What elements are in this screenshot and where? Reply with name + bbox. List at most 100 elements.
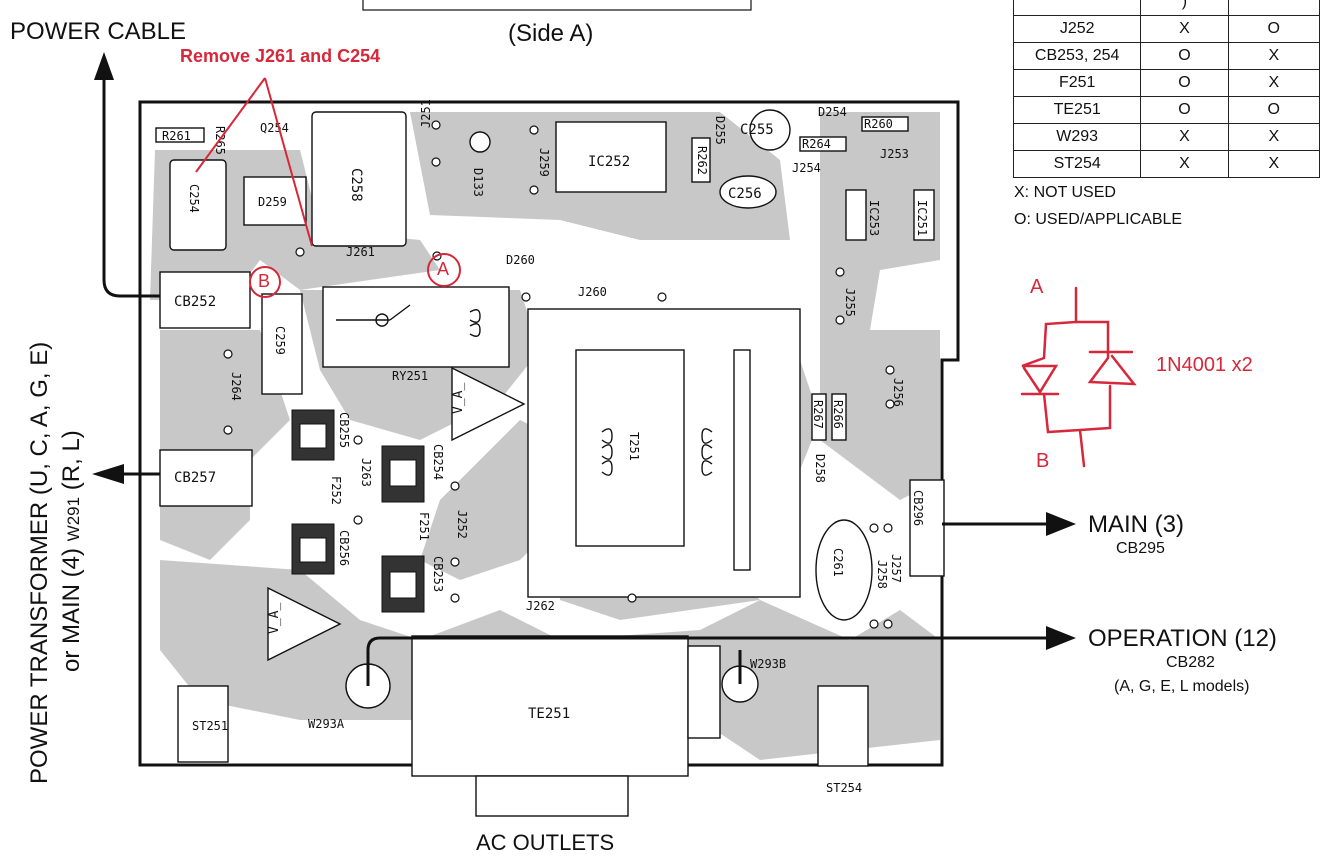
remove-note: Remove J261 and C254 <box>180 46 381 66</box>
component-label-f251: F251 <box>417 512 431 541</box>
operation-sub: CB282 <box>1166 654 1215 671</box>
component-label-d254: D254 <box>818 105 847 119</box>
ac-outlets-label: AC OUTLETS <box>476 830 615 855</box>
component-label-st251: ST251 <box>192 719 228 733</box>
varistor-label: V_A_ <box>267 603 282 634</box>
component-label-c261: C261 <box>831 548 845 577</box>
table-cell-usage: O <box>1227 15 1320 43</box>
component-label-q254: Q254 <box>260 121 289 135</box>
component-label-st254: ST254 <box>826 781 862 795</box>
component-label-r260: R260 <box>864 117 893 131</box>
marker-a: A <box>437 259 450 279</box>
table-cell-usage: O <box>1227 96 1320 124</box>
marker-b: B <box>258 271 271 291</box>
component-label-ic252: IC252 <box>588 154 630 170</box>
table-cell-usage: X <box>1227 123 1320 151</box>
component-label-j255: J255 <box>843 288 857 317</box>
component-label-r261: R261 <box>162 129 191 143</box>
component-label-j258: J258 <box>875 560 889 589</box>
side-label: (Side A) <box>508 20 594 47</box>
component-label-j254: J254 <box>792 161 821 175</box>
component-label-c254: C254 <box>187 184 201 213</box>
component-label-ic251: IC251 <box>915 200 929 236</box>
component-label-j253: J253 <box>880 147 909 161</box>
component-label-cb253: CB253 <box>431 556 445 592</box>
table-cell-part: CB253, 254 <box>1012 42 1142 70</box>
component-label-j251: J251 <box>419 99 433 128</box>
transformer-main-text: or MAIN (4) <box>58 547 85 672</box>
component-label-j256: J256 <box>891 378 905 407</box>
table-cell-part: J252 <box>1012 15 1142 43</box>
table-cell-part: F251 <box>1012 69 1142 97</box>
transformer-tail-text: (R, L) <box>58 430 85 491</box>
component-label-j261: J261 <box>346 245 375 259</box>
main-label: MAIN (3) <box>1088 511 1184 538</box>
component-label-c258: C258 <box>348 168 364 202</box>
table-cell-part: ST254 <box>1012 150 1142 178</box>
component-label-d258: D258 <box>813 454 827 483</box>
component-label-r266: R266 <box>831 400 845 429</box>
component-label-cb252: CB252 <box>174 294 216 310</box>
table-cell-usage: X <box>1227 150 1320 178</box>
component-label-d260: D260 <box>506 253 535 267</box>
table-cell-usage: ) <box>1140 0 1229 16</box>
legend-used: O: USED/APPLICABLE <box>1014 211 1183 228</box>
schematic-label-b: B <box>1036 450 1050 472</box>
table-cell-usage: X <box>1227 42 1320 70</box>
component-label-d133: D133 <box>471 168 485 197</box>
transformer-w-text: W291 <box>64 496 83 542</box>
component-label-j252: J252 <box>455 510 469 539</box>
component-label-j263: J263 <box>359 458 373 487</box>
schematic-label-a: A <box>1030 276 1044 298</box>
component-label-j260: J260 <box>578 285 607 299</box>
table-row: ) <box>1012 0 1320 16</box>
component-label-ry251: RY251 <box>392 369 428 383</box>
table-cell-part <box>1012 0 1142 16</box>
component-label-r264: R264 <box>802 137 831 151</box>
component-label-c256: C256 <box>728 186 762 202</box>
component-label-cb255: CB255 <box>337 412 351 448</box>
component-label-w293a: W293A <box>308 717 345 731</box>
table-cell-usage <box>1227 0 1320 16</box>
component-label-c255: C255 <box>740 122 774 138</box>
table-cell-part: W293 <box>1012 123 1142 151</box>
component-label-d255: D255 <box>713 116 727 145</box>
component-label-t251: T251 <box>627 432 641 461</box>
table-cell-usage: X <box>1140 150 1229 178</box>
diode-note: 1N4001 x2 <box>1156 354 1253 376</box>
main-sub: CB295 <box>1116 540 1165 557</box>
table-cell-usage: X <box>1227 69 1320 97</box>
component-label-ic253: IC253 <box>867 200 881 236</box>
component-label-f252: F252 <box>329 476 343 505</box>
power-cable-label: POWER CABLE <box>10 18 187 45</box>
operation-models: (A, G, E, L models) <box>1114 678 1250 695</box>
operation-label: OPERATION (12) <box>1088 625 1277 652</box>
table-cell-usage: O <box>1140 96 1229 124</box>
component-label-cb254: CB254 <box>431 444 445 480</box>
component-label-j262: J262 <box>526 599 555 613</box>
component-label-w293b: W293B <box>750 657 786 671</box>
component-label-c259: C259 <box>273 326 287 355</box>
table-cell-part: TE251 <box>1012 96 1142 124</box>
component-label-te251: TE251 <box>528 706 570 722</box>
component-label-r267: R267 <box>811 400 825 429</box>
component-label-cb257: CB257 <box>174 470 216 486</box>
transformer-label-line2: or MAIN (4) W291 (R, L) <box>58 430 86 672</box>
component-label-j259: J259 <box>537 148 551 177</box>
component-label-j257: J257 <box>889 554 903 583</box>
component-label-cb256: CB256 <box>337 530 351 566</box>
legend-not-used: X: NOT USED <box>1014 184 1116 201</box>
component-label-cb296: CB296 <box>911 490 925 526</box>
transformer-label-line1: POWER TRANSFORMER (U, C, A, G, E) <box>26 341 53 784</box>
component-label-j264: J264 <box>229 372 243 401</box>
table-cell-usage: X <box>1140 15 1229 43</box>
table-cell-usage: O <box>1140 42 1229 70</box>
